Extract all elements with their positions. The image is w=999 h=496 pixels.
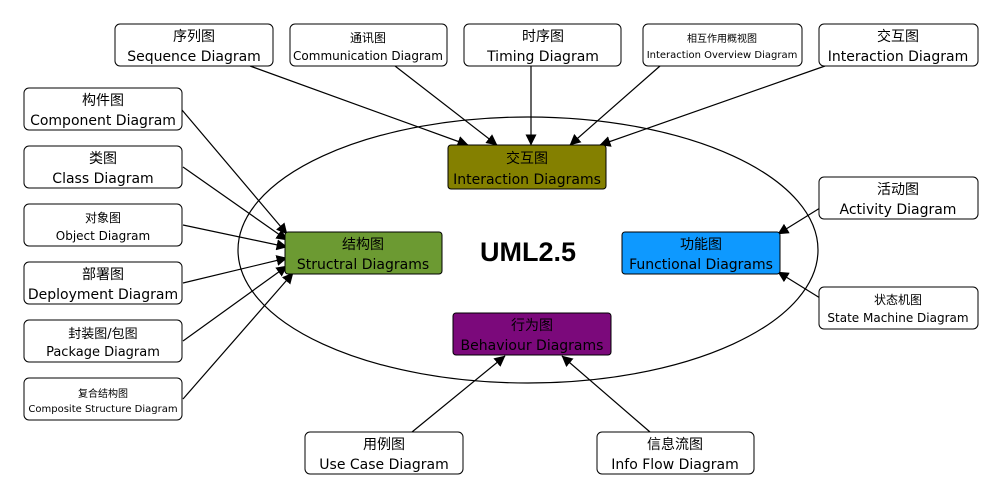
- svg-text:对象图: 对象图: [85, 211, 121, 225]
- svg-text:Interaction Diagrams: Interaction Diagrams: [453, 172, 601, 188]
- svg-text:Activity Diagram: Activity Diagram: [840, 202, 957, 218]
- node-object-diagram: 对象图 Object Diagram: [23, 203, 183, 247]
- node-activity-diagram: 活动图 Activity Diagram: [818, 176, 979, 220]
- svg-text:用例图: 用例图: [363, 437, 405, 453]
- node-interaction-diagram: 交互图 Interaction Diagram: [818, 23, 979, 67]
- arrow-activity: [777, 207, 821, 235]
- svg-text:Package Diagram: Package Diagram: [46, 345, 160, 360]
- svg-text:Deployment Diagram: Deployment Diagram: [28, 287, 178, 303]
- arrow-communication: [394, 65, 498, 146]
- node-use-case-diagram: 用例图 Use Case Diagram: [304, 431, 464, 475]
- node-interaction-overview-diagram: 相互作用概视图 Interaction Overview Diagram: [642, 23, 803, 67]
- uml-title: UML2.5: [480, 237, 576, 267]
- svg-text:行为图: 行为图: [511, 318, 553, 334]
- svg-text:Use Case Diagram: Use Case Diagram: [319, 457, 448, 473]
- category-functional-diagrams: 功能图 Functional Diagrams: [621, 231, 781, 275]
- svg-text:相互作用概视图: 相互作用概视图: [687, 32, 757, 45]
- svg-text:时序图: 时序图: [522, 29, 564, 45]
- arrow-state-machine: [777, 271, 821, 299]
- svg-text:交互图: 交互图: [506, 150, 548, 167]
- svg-text:部署图: 部署图: [82, 267, 124, 283]
- arrow-info-flow: [561, 355, 651, 433]
- node-deployment-diagram: 部署图 Deployment Diagram: [23, 261, 183, 305]
- category-structural-diagrams: 结构图 Structral Diagrams: [284, 231, 443, 275]
- node-sequence-diagram: 序列图 Sequence Diagram: [114, 23, 274, 67]
- svg-text:Timing Diagram: Timing Diagram: [486, 49, 599, 65]
- svg-text:Sequence Diagram: Sequence Diagram: [127, 49, 261, 65]
- uml-ellipse: [237, 116, 819, 384]
- node-info-flow-diagram: 信息流图 Info Flow Diagram: [596, 431, 755, 475]
- arrow-sequence: [249, 65, 469, 147]
- category-interaction-diagrams: 交互图 Interaction Diagrams: [447, 144, 607, 190]
- node-package-diagram: 封装图/包图 Package Diagram: [23, 319, 183, 363]
- category-behaviour-diagrams: 行为图 Behaviour Diagrams: [452, 312, 612, 356]
- svg-text:交互图: 交互图: [877, 28, 919, 45]
- node-component-diagram: 构件图 Component Diagram: [23, 87, 183, 131]
- arrow-composite-structure: [182, 272, 294, 400]
- svg-text:信息流图: 信息流图: [647, 436, 703, 453]
- svg-text:Object Diagram: Object Diagram: [56, 229, 150, 243]
- svg-text:Structral Diagrams: Structral Diagrams: [297, 257, 429, 273]
- svg-text:复合结构图: 复合结构图: [78, 387, 128, 400]
- svg-text:构件图: 构件图: [82, 93, 124, 109]
- svg-text:State Machine Diagram: State Machine Diagram: [827, 311, 968, 325]
- node-communication-diagram: 通讯图 Communication Diagram: [289, 23, 448, 67]
- svg-text:类图: 类图: [89, 151, 117, 167]
- svg-text:Interaction Overview Diagram: Interaction Overview Diagram: [647, 50, 798, 61]
- svg-text:功能图: 功能图: [680, 237, 722, 253]
- arrow-class: [182, 166, 288, 241]
- svg-text:Functional Diagrams: Functional Diagrams: [629, 257, 773, 273]
- svg-text:Info Flow Diagram: Info Flow Diagram: [611, 457, 738, 473]
- svg-text:Composite Structure Diagram: Composite Structure Diagram: [28, 404, 177, 415]
- svg-text:序列图: 序列图: [173, 29, 215, 45]
- node-composite-structure-diagram: 复合结构图 Composite Structure Diagram: [23, 377, 183, 421]
- node-state-machine-diagram: 状态机图 State Machine Diagram: [818, 286, 979, 330]
- arrow-package: [182, 265, 288, 342]
- node-class-diagram: 类图 Class Diagram: [23, 145, 183, 189]
- arrow-interaction-overview: [569, 65, 661, 146]
- svg-text:Behaviour Diagrams: Behaviour Diagrams: [461, 338, 604, 354]
- svg-text:状态机图: 状态机图: [874, 293, 922, 307]
- svg-text:Interaction Diagram: Interaction Diagram: [828, 49, 969, 65]
- svg-text:封装图/包图: 封装图/包图: [68, 327, 137, 342]
- svg-text:Communication Diagram: Communication Diagram: [293, 49, 443, 63]
- node-timing-diagram: 时序图 Timing Diagram: [463, 23, 622, 67]
- arrow-interaction: [599, 65, 826, 147]
- svg-text:通讯图: 通讯图: [350, 31, 386, 45]
- svg-text:Class Diagram: Class Diagram: [52, 171, 153, 187]
- svg-text:结构图: 结构图: [342, 237, 384, 253]
- arrow-deployment: [182, 255, 288, 284]
- arrow-object: [182, 224, 288, 251]
- svg-text:Component Diagram: Component Diagram: [30, 113, 176, 129]
- svg-text:活动图: 活动图: [877, 182, 919, 198]
- arrow-use-case: [411, 355, 506, 433]
- arrow-component: [181, 109, 288, 235]
